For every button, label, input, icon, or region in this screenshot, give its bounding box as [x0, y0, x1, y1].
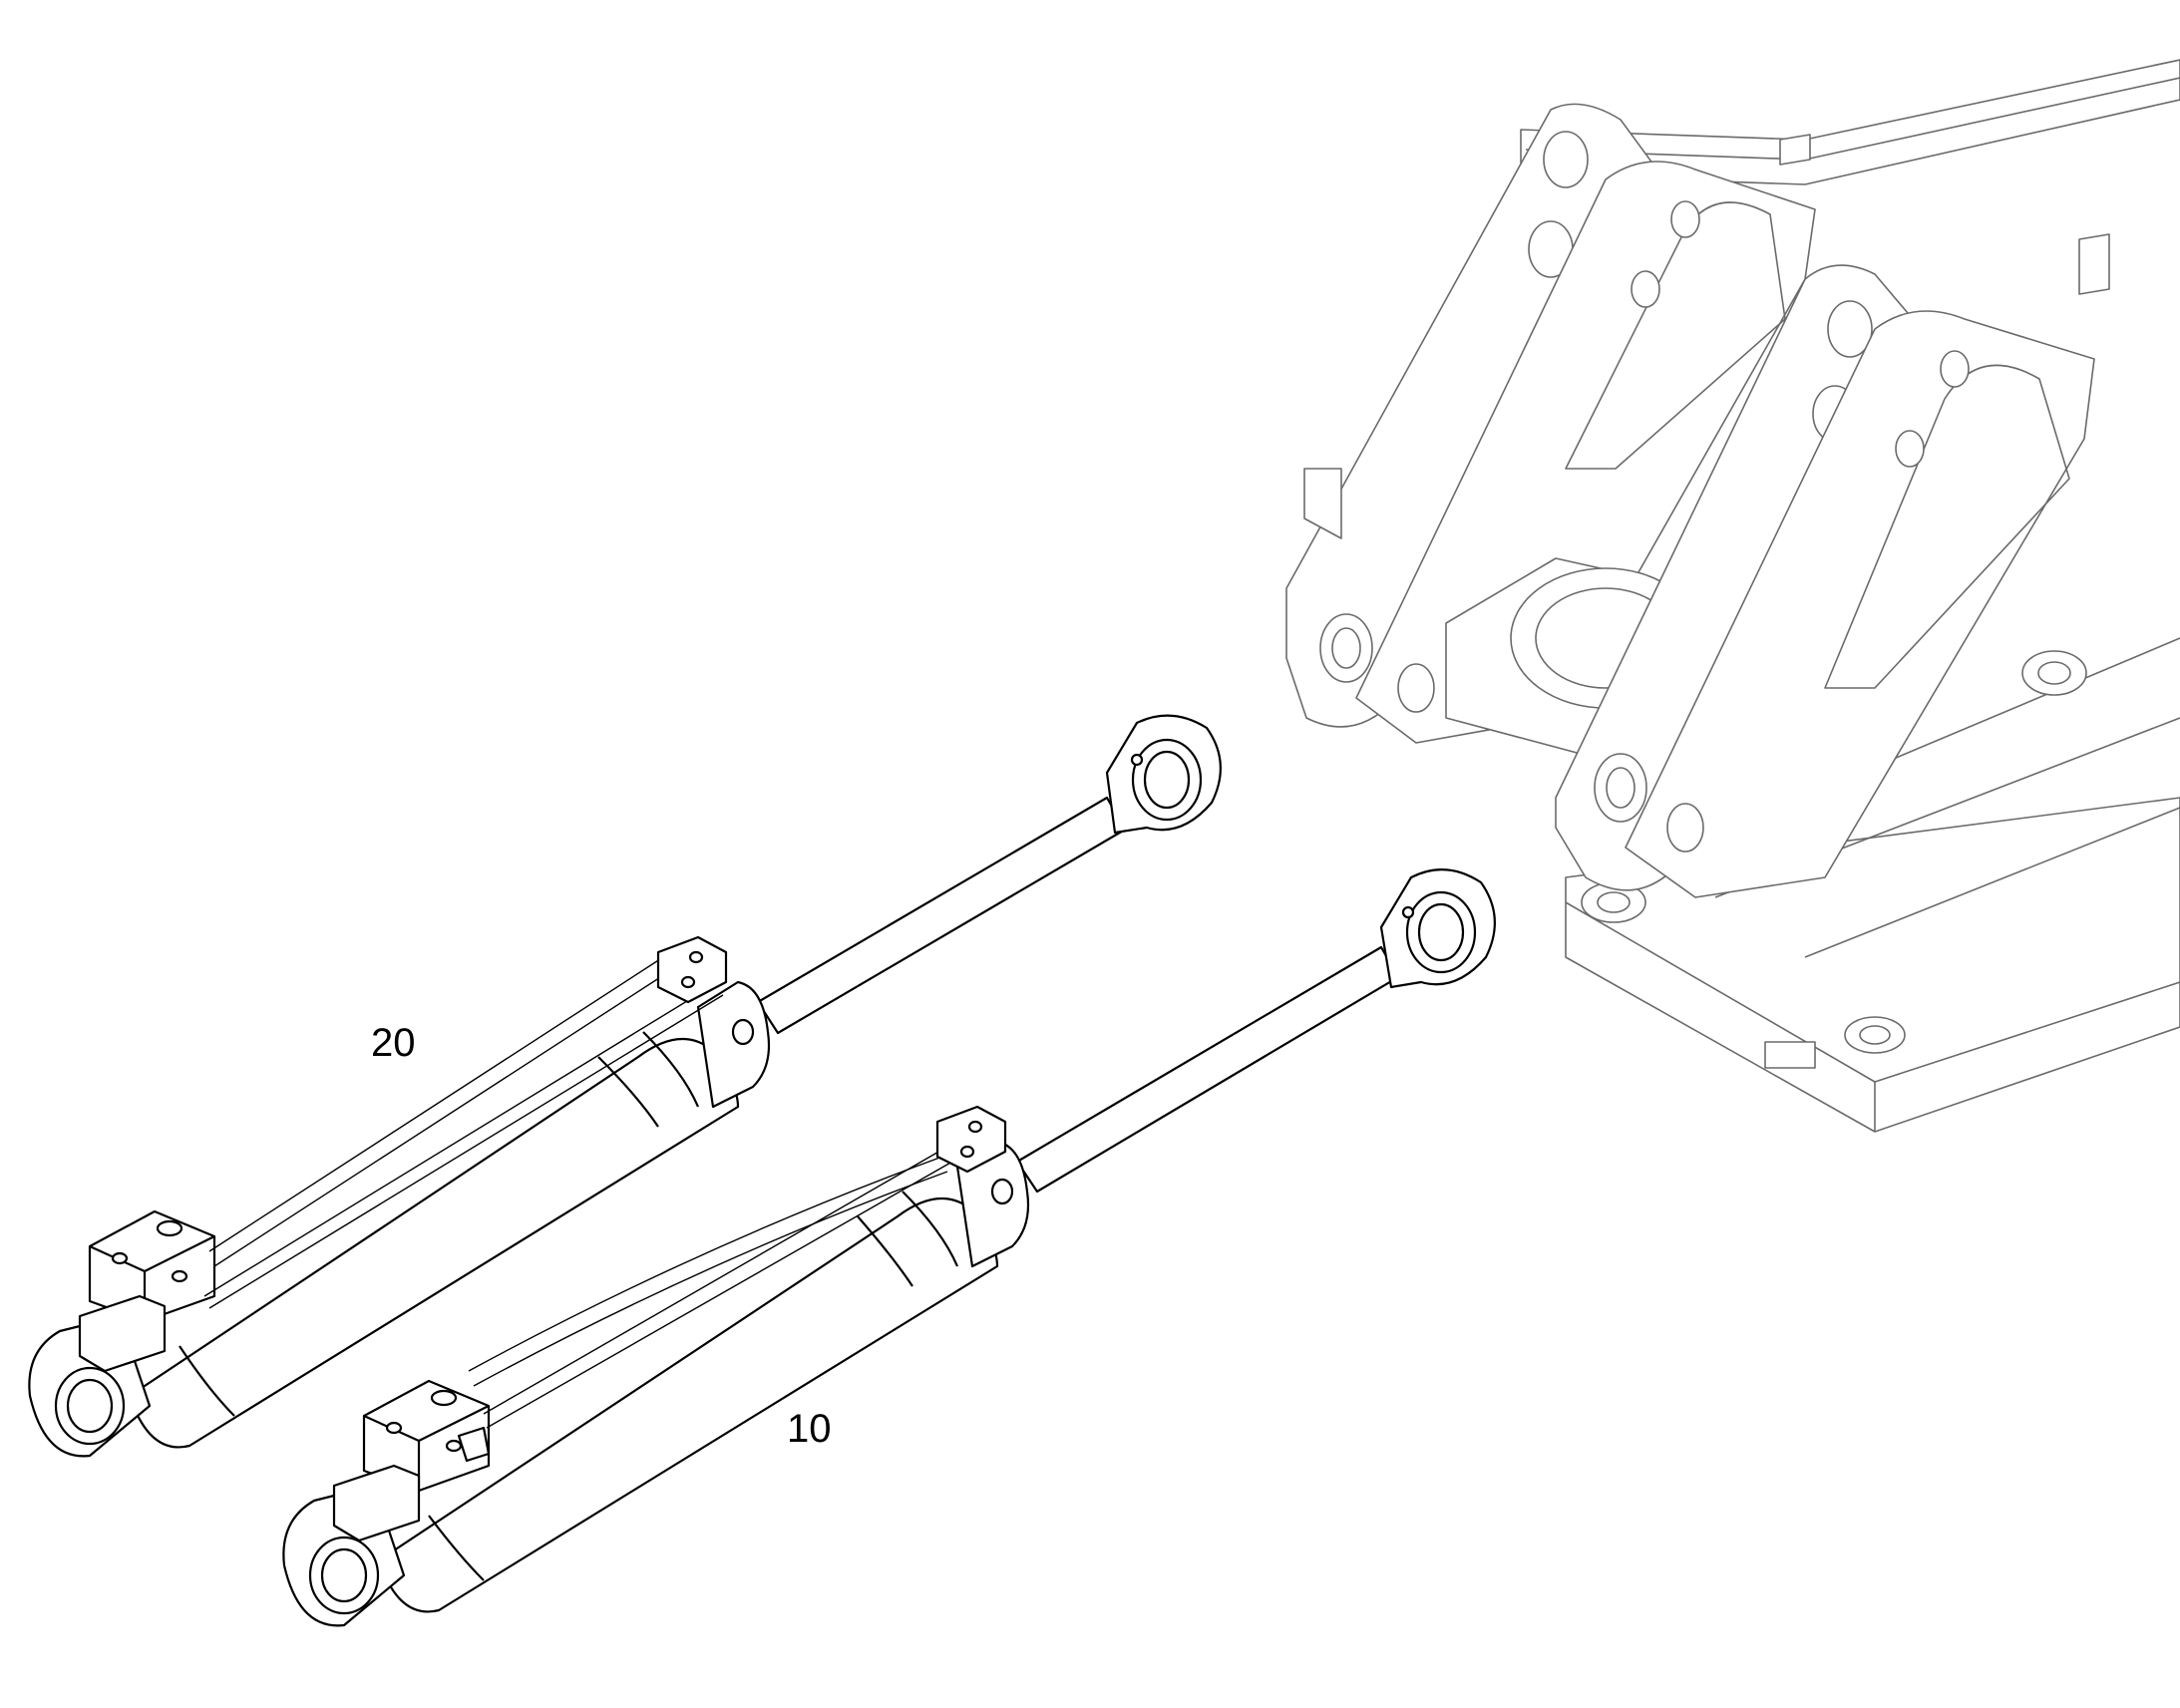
frame-slot	[1764, 1041, 1816, 1069]
frame-stub-bracket	[1303, 468, 1342, 539]
cylinder-10-manifold	[935, 1105, 1007, 1174]
cylinder-10-head	[955, 1140, 1030, 1268]
cylinder-10-lower-block	[332, 1464, 421, 1542]
frame-top-block	[2078, 233, 2110, 295]
chassis-frame	[1285, 59, 2180, 1133]
hydraulic-cylinder-10	[282, 868, 1496, 1627]
callout-label-20: 20	[371, 1021, 416, 1065]
cylinder-20-manifold	[656, 935, 728, 1004]
cylinder-20-hose	[208, 956, 664, 1252]
cylinder-20-lower-block	[78, 1294, 167, 1373]
cylinder-10-valve-block	[362, 1379, 491, 1493]
cylinder-10-fitting	[457, 1426, 491, 1463]
cylinder-20-rod	[756, 796, 1127, 1035]
cylinder-20-valve-block	[88, 1209, 216, 1323]
cylinder-20-head	[696, 980, 771, 1109]
cylinder-10-rod	[1015, 945, 1400, 1194]
callout-label-10: 10	[787, 1407, 832, 1451]
cylinder-10-hose	[468, 1156, 943, 1372]
hydraulic-cylinder-20	[28, 714, 1222, 1458]
frame-top-clip	[1779, 134, 1811, 166]
